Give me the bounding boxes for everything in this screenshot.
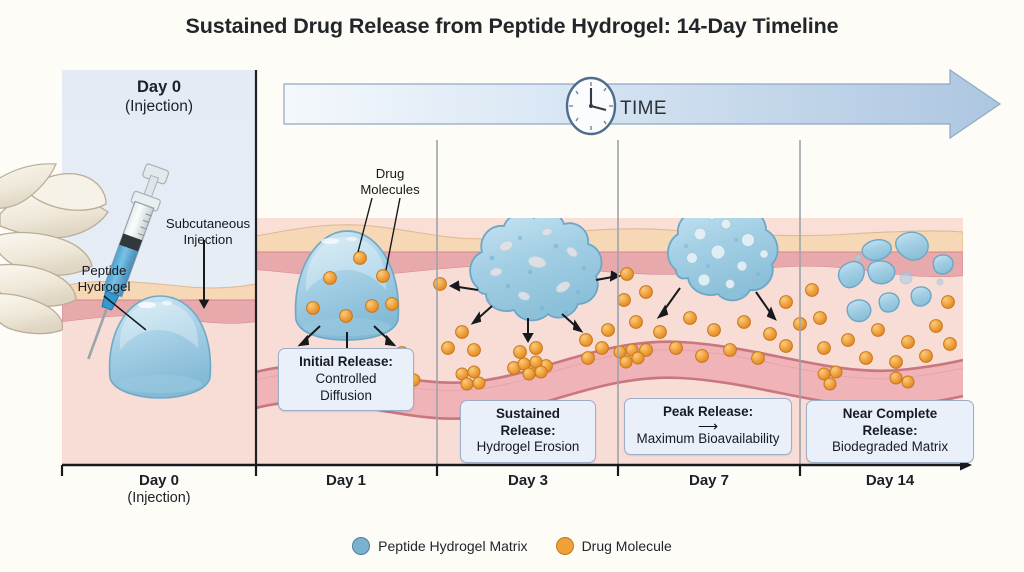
- callout-body: Controlled Diffusion: [315, 370, 377, 403]
- callout-sustained-release: Sustained Release: Hydrogel Erosion: [460, 400, 596, 464]
- stage-dividers: [254, 70, 801, 465]
- figure-title: Sustained Drug Release from Peptide Hydr…: [185, 14, 839, 38]
- callout-peak-release: Peak Release: ⟶ Maximum Bioavailability: [624, 398, 792, 456]
- day0-panel-subtitle: (Injection): [124, 98, 194, 115]
- encapsulated-drug-molecules: [306, 251, 399, 323]
- annotation-line-1: Drug: [375, 166, 405, 181]
- tick-label-text: Day 1: [325, 472, 367, 489]
- stage-day14-matrix: [805, 231, 957, 369]
- legend: Peptide Hydrogel Matrix Drug Molecule: [0, 537, 1024, 555]
- stage-day3-matrix: [433, 218, 634, 379]
- time-arrow: [283, 68, 1002, 140]
- annotation-line-2: Hydrogel: [77, 278, 131, 294]
- annotation-drug-molecules: Drug Molecules: [344, 166, 436, 198]
- clock-icon: [565, 76, 617, 136]
- tick-label-text: Day 14: [865, 472, 915, 489]
- legend-item-peptide-hydrogel-matrix: Peptide Hydrogel Matrix: [352, 537, 528, 555]
- time-axis-label: TIME: [620, 98, 667, 119]
- annotation-line-2: Injection: [183, 231, 233, 247]
- tick-label-text: Day 7: [688, 472, 730, 489]
- release-arrows-day3: [448, 270, 622, 344]
- stage-day7-matrix: [617, 218, 807, 365]
- callout-heading: Sustained Release:: [496, 406, 560, 438]
- callout-body: Hydrogel Erosion: [476, 439, 580, 455]
- epidermis-layer: [256, 224, 963, 253]
- tissue-cross-section: [256, 218, 963, 465]
- tick-label-text: Day 3: [507, 472, 549, 489]
- free-drug-molecules-day7: [617, 285, 807, 365]
- timeline-axis: [60, 459, 972, 476]
- day0-panel: [0, 70, 256, 465]
- tick-label-text: Day 0: [138, 472, 180, 489]
- release-arrows-day7: [656, 287, 777, 321]
- tick-label-day1: Day 1: [276, 472, 416, 489]
- callout-near-complete-release: Near Complete Release: Biodegraded Matri…: [806, 400, 974, 464]
- gloved-hand-icon: [0, 163, 109, 335]
- release-arrows-day1: [297, 325, 397, 360]
- legend-swatch-drug-icon: [555, 537, 574, 555]
- syringe-icon: [87, 163, 170, 360]
- legend-label: Drug Molecule: [581, 538, 672, 554]
- vessel-drug-clusters: [395, 343, 915, 399]
- tick-label-day0: Day 0 (Injection): [89, 472, 229, 506]
- annotation-line-1: Subcutaneous: [165, 216, 251, 231]
- right-arrow-icon: ⟶: [697, 417, 719, 434]
- callout-heading: Peak Release:: [662, 404, 754, 419]
- legend-label: Peptide Hydrogel Matrix: [378, 538, 528, 554]
- callout-body: Maximum Bioavailability: [636, 431, 780, 447]
- legend-item-drug-molecule: Drug Molecule: [555, 537, 672, 555]
- drug-molecules-leader-lines: [357, 197, 401, 271]
- annotation-line-2: Molecules: [360, 181, 420, 197]
- legend-swatch-hydrogel-icon: [352, 537, 371, 555]
- free-drug-molecules-day14: [805, 283, 957, 369]
- day0-annotation-lines: [103, 240, 210, 331]
- annotation-peptide-hydrogel: Peptide Hydrogel: [62, 263, 146, 295]
- callout-initial-release: Initial Release: Controlled Diffusion: [278, 348, 414, 412]
- annotation-subcutaneous-injection: Subcutaneous Injection: [152, 216, 264, 248]
- tick-label-day3: Day 3: [458, 472, 598, 489]
- tick-label-day7: Day 7: [639, 472, 779, 489]
- free-drug-molecules-day3: [433, 267, 634, 379]
- callout-body: Biodegraded Matrix: [831, 439, 949, 455]
- tick-sublabel-text: (Injection): [127, 490, 191, 506]
- day0-panel-title: Day 0: [136, 78, 182, 96]
- annotation-line-1: Peptide: [81, 263, 127, 278]
- callout-heading: Near Complete Release:: [842, 406, 938, 438]
- callout-heading: Initial Release:: [299, 354, 393, 369]
- tick-label-day14: Day 14: [820, 472, 960, 489]
